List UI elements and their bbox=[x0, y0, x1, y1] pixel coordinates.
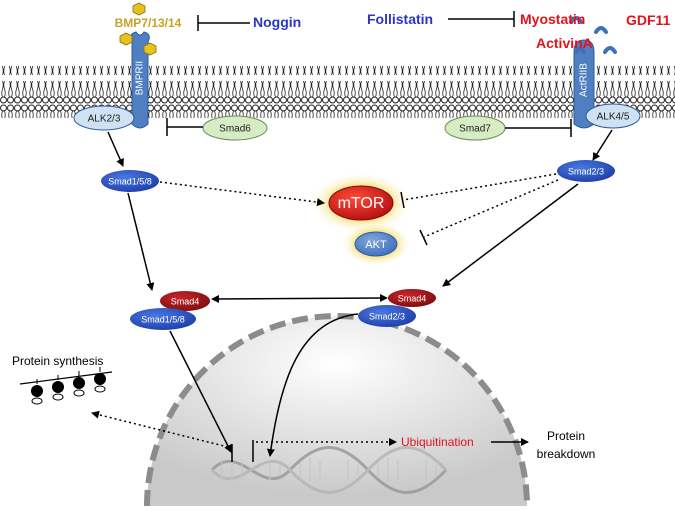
noggin-label: Noggin bbox=[253, 14, 301, 30]
ubiquitination-label: Ubiquitination bbox=[401, 435, 474, 449]
akt-node bbox=[354, 231, 398, 257]
smad4-right-node bbox=[388, 289, 436, 307]
bmpr-receptor bbox=[130, 31, 150, 129]
smad23-bottom-node bbox=[358, 305, 416, 327]
bmp-label: BMP7/13/14 bbox=[115, 16, 182, 30]
ribosome-mrna-icon bbox=[19, 367, 113, 405]
smad23-to-complex-arrow bbox=[442, 183, 579, 287]
alk45-label: ALK4/5 bbox=[597, 112, 630, 123]
smad23-to-akt-dotted-inhibit bbox=[423, 179, 559, 238]
smad6-node bbox=[202, 115, 268, 141]
left-complex-to-dna-arrow bbox=[169, 330, 232, 453]
smad23-top-node bbox=[557, 160, 615, 182]
actr-label: ActRIIB bbox=[579, 63, 590, 97]
smad158-to-complex-arrow bbox=[127, 192, 155, 291]
alk23-to-smad158-arrow bbox=[107, 131, 124, 167]
right-complex-to-dna-arrow bbox=[266, 313, 359, 457]
smad23-to-akt-inhibit-bar bbox=[419, 229, 428, 246]
myostatin-label: Myostatin bbox=[520, 11, 585, 27]
alk45-to-smad23-arrow bbox=[592, 129, 613, 161]
smad4-left-node bbox=[160, 291, 210, 311]
nucleus bbox=[144, 313, 530, 507]
smad4-right-label: Smad4 bbox=[398, 293, 427, 303]
smad23-to-mtor-dotted-inhibit bbox=[402, 173, 557, 201]
smad23-to-mtor-inhibit-bar bbox=[400, 191, 405, 209]
alk23-label: ALK2/3 bbox=[88, 114, 121, 125]
smad6-label: Smad6 bbox=[219, 124, 251, 135]
protein-synthesis-label: Protein synthesis bbox=[12, 354, 103, 368]
smad158-bottom-node bbox=[130, 308, 196, 330]
bmpr-label: BMPRII bbox=[135, 61, 146, 95]
mtor-label: mTOR bbox=[338, 195, 385, 212]
smad158-to-mtor-dotted-arrow bbox=[159, 181, 325, 207]
smad158-top-label: Smad1/5/8 bbox=[108, 176, 152, 186]
smad23-bottom-label: Smad2/3 bbox=[369, 311, 405, 321]
activin-label: ActivinA bbox=[536, 35, 593, 51]
smad7-label: Smad7 bbox=[459, 124, 491, 135]
mtor-node bbox=[328, 185, 394, 221]
alk23-receptor bbox=[73, 105, 135, 131]
smad4-exchange-arrow bbox=[211, 294, 388, 303]
smad158-bottom-label: Smad1/5/8 bbox=[141, 314, 185, 324]
protein-breakdown-line1: Protein bbox=[547, 429, 585, 443]
smad158-top-node bbox=[101, 170, 159, 192]
smad23-top-label: Smad2/3 bbox=[568, 166, 604, 176]
actr-receptor bbox=[573, 39, 595, 129]
alk45-receptor bbox=[585, 103, 641, 129]
activin-ligand-icons bbox=[569, 16, 617, 54]
bmp-ligand-icons bbox=[119, 2, 157, 56]
smad4-left-label: Smad4 bbox=[171, 296, 200, 306]
follistatin-label: Follistatin bbox=[367, 11, 433, 27]
dna-to-protein-synthesis-dotted-arrow bbox=[91, 410, 229, 448]
gdf11-label: GDF11 bbox=[626, 12, 671, 28]
akt-label: AKT bbox=[365, 239, 387, 251]
dna-helix bbox=[210, 446, 448, 494]
protein-breakdown-line2: breakdown bbox=[537, 447, 596, 461]
